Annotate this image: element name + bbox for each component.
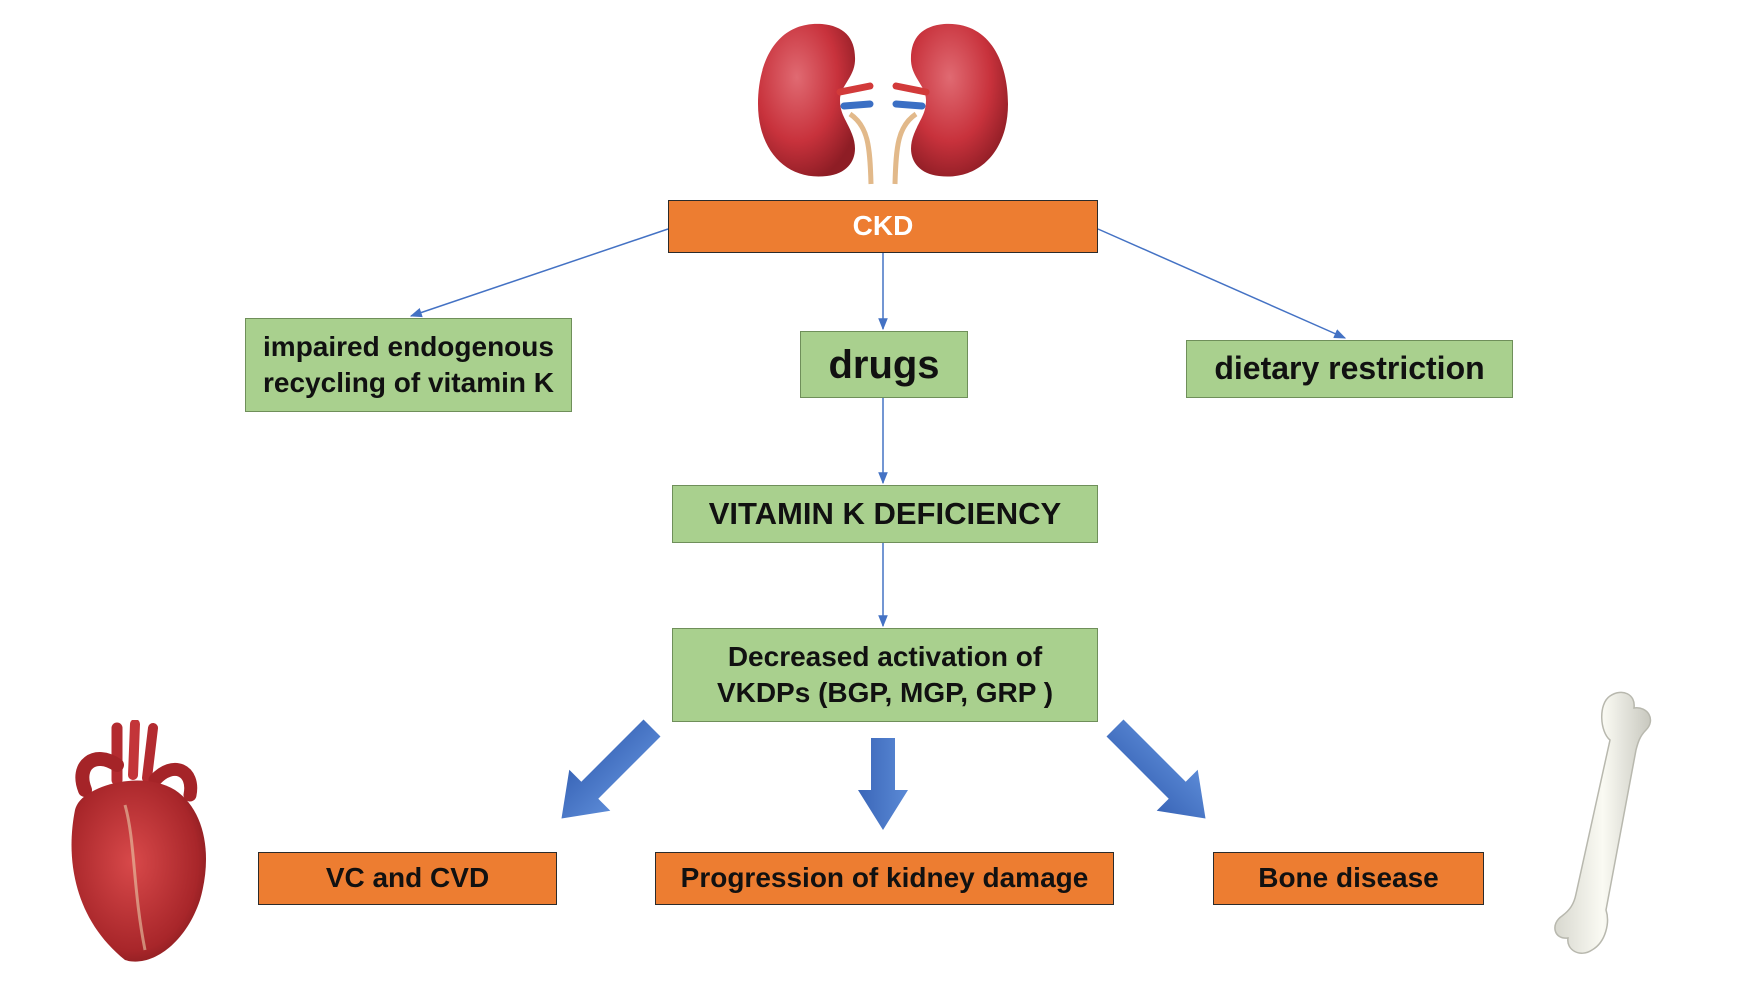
vc-cvd-label: VC and CVD [325, 862, 490, 894]
connector-ckd-impaired [409, 228, 669, 318]
impaired-recycling-label: impaired endogenous recycling of vitamin… [263, 330, 554, 398]
kidney-damage-box: Progression of kidney damage [655, 852, 1114, 905]
heart-illustration [71, 720, 207, 962]
decreased-activation-label: Decreased activation of VKDPs (BGP, MGP,… [716, 640, 1054, 708]
kidney-damage-label: Progression of kidney damage [680, 862, 1089, 894]
block-arrow-right [1106, 719, 1206, 819]
block-arrow-down [858, 738, 908, 830]
ckd-box: CKD [668, 200, 1098, 253]
bone-illustration [1554, 691, 1652, 954]
drugs-box: drugs [800, 331, 968, 398]
impaired-recycling-box: impaired endogenous recycling of vitamin… [245, 318, 572, 412]
drugs-label: drugs [828, 342, 940, 387]
kidneys-illustration [758, 23, 1008, 185]
decreased-activation-box: Decreased activation of VKDPs (BGP, MGP,… [672, 628, 1098, 722]
vc-cvd-box: VC and CVD [258, 852, 557, 905]
bone-disease-box: Bone disease [1213, 852, 1484, 905]
dietary-restriction-box: dietary restriction [1186, 340, 1513, 398]
vitamin-k-deficiency-label: VITAMIN K DEFICIENCY [708, 495, 1062, 531]
bone-disease-label: Bone disease [1258, 862, 1439, 894]
block-arrow-left [561, 719, 661, 819]
dietary-restriction-label: dietary restriction [1214, 350, 1485, 387]
ckd-label: CKD [852, 210, 914, 242]
connector-ckd-dietary [1097, 228, 1347, 339]
vitamin-k-deficiency-box: VITAMIN K DEFICIENCY [672, 485, 1098, 543]
